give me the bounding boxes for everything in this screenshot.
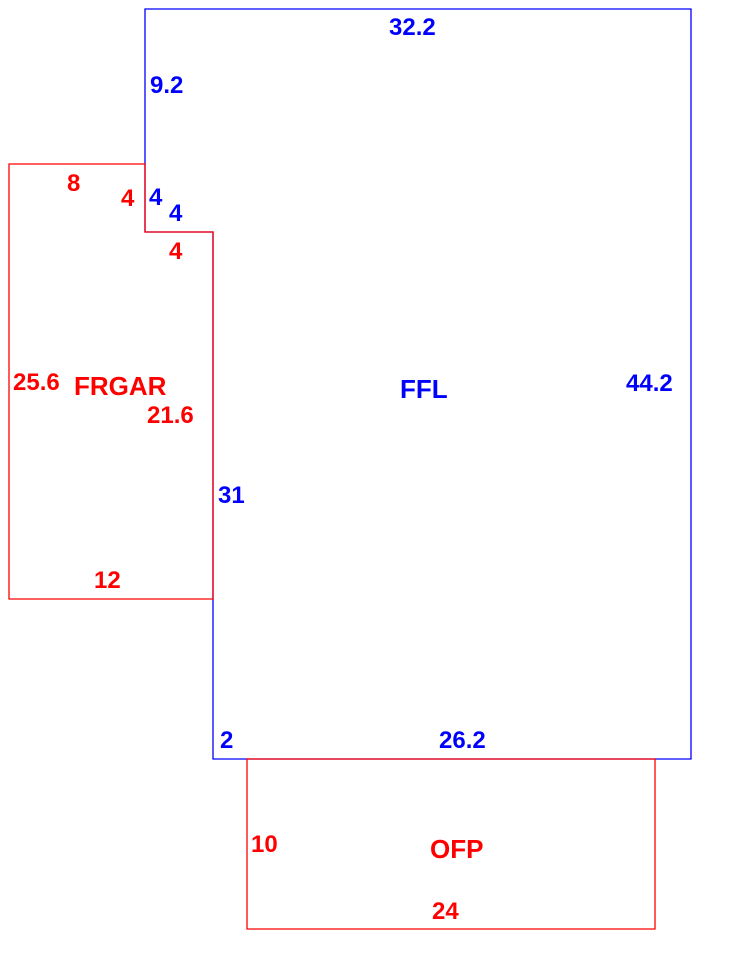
frgar-area-label: FRGAR	[74, 371, 167, 401]
ffl-step-horizontal-dimension: 4	[169, 200, 183, 227]
ofp-bottom-dimension: 24	[432, 898, 459, 925]
ffl-area-label: FFL	[400, 374, 448, 404]
ffl-top-dimension: 32.2	[389, 14, 436, 41]
ofp-area-label: OFP	[430, 834, 483, 864]
ffl-right-dimension: 44.2	[626, 370, 673, 397]
frgar-step-vertical-dimension: 4	[121, 185, 135, 212]
frgar-outline	[8, 163, 214, 600]
ffl-left-lower-dimension: 31	[218, 482, 245, 509]
ffl-left-upper-dimension: 9.2	[150, 72, 183, 99]
frgar-top-dimension: 8	[67, 170, 80, 197]
frgar-step-horizontal-dimension: 4	[169, 238, 183, 265]
ffl-bottom-notch-dimension: 2	[220, 727, 233, 754]
frgar-bottom-dimension: 12	[94, 567, 121, 594]
ffl-bottom-dimension: 26.2	[439, 727, 486, 754]
frgar-left-dimension: 25.6	[13, 369, 60, 396]
ofp-left-dimension: 10	[251, 831, 278, 858]
frgar-right-dimension: 21.6	[147, 402, 194, 429]
ffl-step-vertical-dimension: 4	[149, 184, 163, 211]
ofp-outline	[246, 758, 656, 930]
